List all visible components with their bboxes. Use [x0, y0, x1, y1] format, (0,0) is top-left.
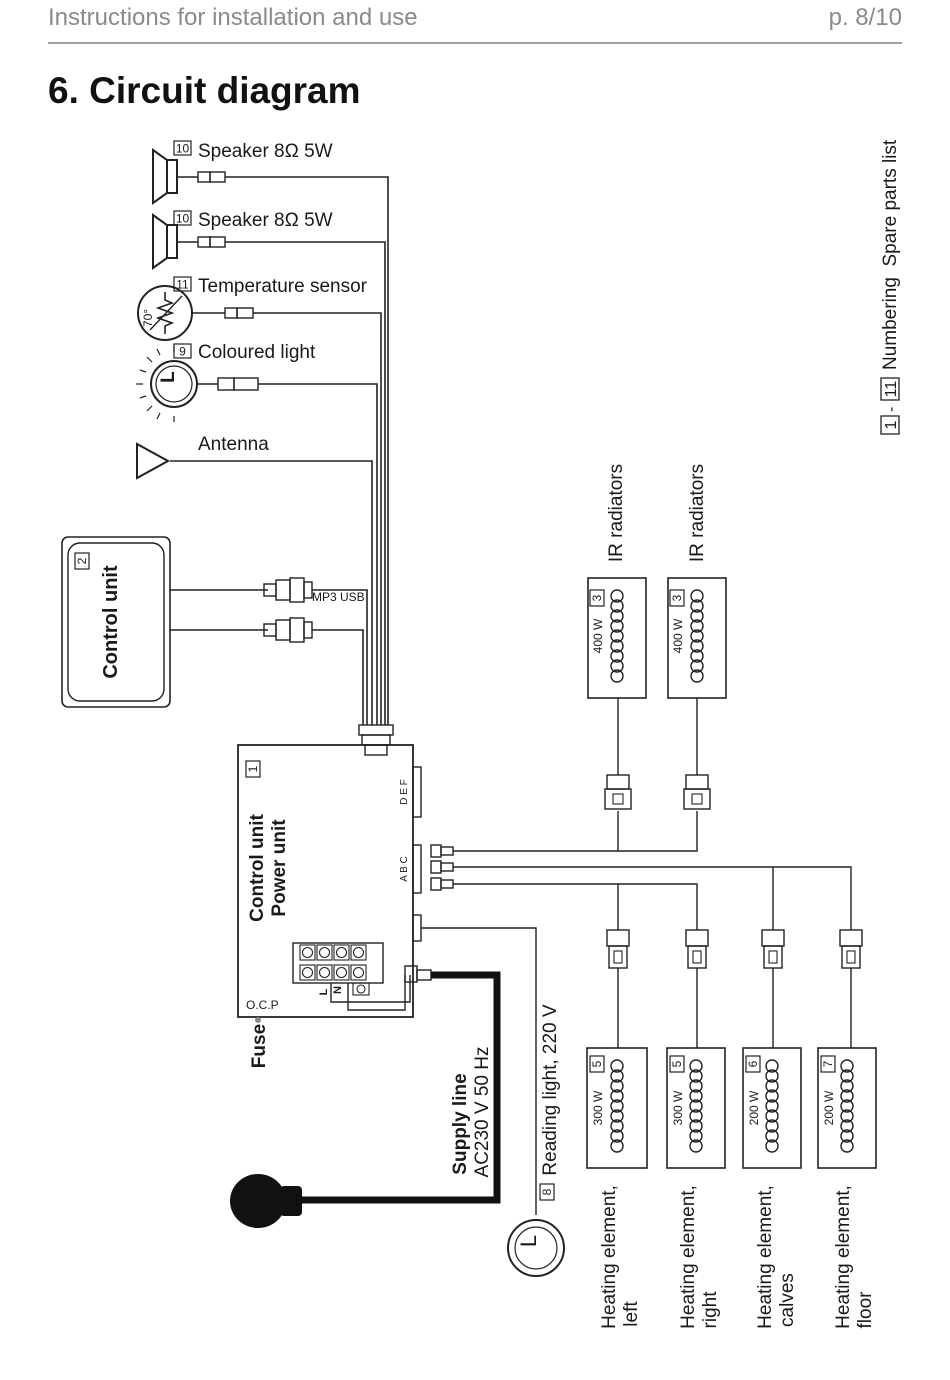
heating-left-label-2: left [621, 1301, 642, 1327]
part-number-box [74, 552, 90, 570]
parts-legend: 1 - 11 Numbering Spare parts list [880, 139, 901, 435]
mp3-usb-label: MP3 USB [312, 590, 365, 604]
antenna-label: Antenna [198, 434, 269, 455]
heating-left-power: 300 W [591, 1090, 605, 1125]
part-number: 1 [246, 765, 260, 772]
temperature-sensor: 70° 11 Temperature sensor [137, 276, 368, 341]
heating-calves-label: Heating element, [755, 1185, 776, 1329]
coloured-light: L 9 Coloured light [136, 342, 316, 422]
heating-floor-label: Heating element, [833, 1185, 854, 1329]
legend-dash: - [883, 407, 900, 412]
speaker-1-label: Speaker 8Ω 5W [198, 141, 333, 162]
part-number: 6 [746, 1060, 760, 1067]
heating-floor-label-2: floor [855, 1291, 876, 1329]
heating-left-label: Heating element, [599, 1185, 620, 1329]
part-number: 3 [670, 594, 684, 601]
heating-element-right: 5 300 W Heating element, right [666, 929, 726, 1329]
part-number: 9 [179, 345, 186, 359]
part-number: 5 [590, 1060, 604, 1067]
document-title: Instructions for installation and use [48, 4, 418, 31]
ir-radiator-2-label: IR radiators [687, 464, 708, 562]
part-number-box [589, 589, 605, 607]
header-rule [48, 42, 902, 44]
legend-text: Numbering Spare parts list [880, 139, 901, 370]
part-number: 8 [540, 1188, 554, 1195]
control-unit-label: Control unit [100, 565, 122, 679]
section-title: 6. Circuit diagram [48, 70, 361, 111]
coloured-light-label: Coloured light [198, 342, 316, 363]
speaker-2: 10 Speaker 8Ω 5W [152, 210, 333, 270]
ir-radiator-1-power: 400 W [591, 618, 605, 653]
part-number-box [820, 1055, 836, 1073]
fuse: Fuse [249, 1017, 270, 1068]
part-number: 2 [75, 557, 89, 564]
terminal-n: N [332, 986, 344, 994]
fuse-label: Fuse [249, 1024, 270, 1068]
part-number-box [589, 1055, 605, 1073]
power-unit-line2: Power unit [269, 819, 290, 917]
terminal-l: L [318, 988, 330, 995]
ir-radiator-1-label: IR radiators [606, 464, 627, 562]
part-number: 11 [176, 278, 189, 292]
part-number-box [539, 1183, 555, 1201]
supply-voltage-label: AC230 V 50 Hz [472, 1047, 493, 1178]
power-unit-line1: Control unit [247, 814, 268, 922]
heating-right-label: Heating element, [678, 1185, 699, 1329]
legend-range-from: 1 [883, 420, 900, 429]
legend-range-to: 11 [883, 381, 900, 398]
control-unit-remote: 2 Control unit MP3 USB [61, 536, 365, 708]
part-number: 3 [590, 594, 604, 601]
heating-floor-power: 200 W [822, 1090, 836, 1125]
part-number: 10 [176, 142, 190, 156]
part-number: 10 [176, 212, 190, 226]
power-unit: 1 Control unit Power unit O.C.P D E F A … [237, 724, 432, 1018]
ports-abc: A B C [399, 856, 410, 882]
heating-right-label-2: right [700, 1291, 721, 1329]
part-number-box [669, 589, 685, 607]
part-number-box [173, 210, 192, 226]
wiring-harness [170, 176, 389, 725]
reading-light-symbol: L [516, 1235, 541, 1247]
ir-radiator-2: 3 400 W IR radiators [667, 464, 727, 810]
part-number-box [245, 760, 261, 778]
coloured-light-symbol: L [158, 371, 179, 383]
antenna: Antenna [136, 434, 269, 480]
part-number-box [173, 276, 192, 292]
ocp-label: O.C.P [246, 998, 279, 1012]
heating-calves-power: 200 W [747, 1090, 761, 1125]
part-number-box [173, 140, 192, 156]
heating-element-calves: 6 200 W Heating element, calves [742, 929, 802, 1329]
heating-right-power: 300 W [671, 1090, 685, 1125]
supply-line-label: Supply line [450, 1073, 471, 1174]
ports-def: D E F [399, 779, 410, 805]
page-number: p. 8/10 [828, 4, 902, 31]
reading-light-label: Reading light, 220 V [540, 1004, 561, 1175]
reading-light: L 8 Reading light, 220 V [421, 927, 565, 1277]
part-number-box [745, 1055, 761, 1073]
supply-line: Supply line AC230 V 50 Hz [230, 971, 501, 1228]
heating-element-left: 5 300 W Heating element, left [586, 929, 648, 1329]
part-number-box [669, 1055, 685, 1073]
heating-element-floor: 7 200 W Heating element, floor [817, 929, 877, 1329]
speaker-1: 10 Speaker 8Ω 5W [152, 140, 333, 205]
heating-calves-label-2: calves [777, 1273, 798, 1327]
heater-bus [430, 811, 852, 930]
ir-radiator-2-power: 400 W [671, 618, 685, 653]
temp-sensor-degree: 70° [141, 309, 155, 327]
speaker-2-label: Speaker 8Ω 5W [198, 210, 333, 231]
temp-sensor-label: Temperature sensor [198, 276, 368, 297]
part-number: 5 [670, 1060, 684, 1067]
part-number-box [173, 343, 192, 359]
part-number: 7 [821, 1060, 835, 1067]
ir-radiator-1: 3 400 W IR radiators [587, 464, 647, 810]
